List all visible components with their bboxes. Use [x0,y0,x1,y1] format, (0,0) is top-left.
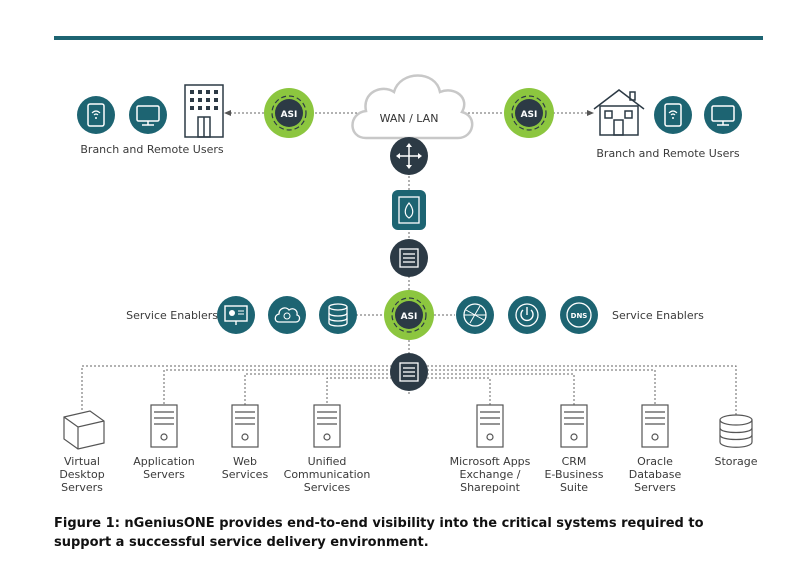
switch-icon-lower [390,353,428,391]
power-icon [508,296,546,334]
server-icon-unified [313,404,341,448]
branch-left-label: Branch and Remote Users [80,143,224,156]
asi-probe-icon-center: ASI [384,290,434,340]
server-icon-web [231,404,259,448]
switch-icon [390,239,428,277]
house-icon [593,89,645,136]
office-building-icon [184,84,224,138]
monitor-icon [129,96,167,134]
virtual-cube-icon [63,410,105,450]
globe-network-icon [456,296,494,334]
server-label-virtual-desktop: Virtual Desktop Servers [59,455,105,494]
firewall-icon [392,190,426,230]
server-label-unified: Unified Communication Services [283,455,371,494]
cloud-power-icon [268,296,306,334]
asi-probe-icon-left: ASI [264,88,314,138]
svg-text:ASI: ASI [521,110,538,120]
enablers-right-label: Service Enablers [612,309,704,322]
router-icon [390,137,428,175]
top-rule [54,36,763,40]
server-label-web: Web Services [221,455,269,481]
asi-probe-icon-right: ASI [504,88,554,138]
server-label-oracle: Oracle Database Servers [628,455,682,494]
arrow-right-head [587,110,594,116]
server-label-microsoft: Microsoft Apps Exchange / Sharepoint [449,455,531,494]
wan-lan-cloud-icon [351,74,474,140]
presentation-monitor-icon [217,296,255,334]
database-icon [319,296,357,334]
server-icon-oracle [641,404,669,448]
monitor-icon-right [704,96,742,134]
dns-icon: DNS [560,296,598,334]
connectors [81,112,737,415]
svg-text:DNS: DNS [571,312,588,320]
tablet-wifi-icon-right [654,96,692,134]
server-icon-application [150,404,178,448]
server-label-application: Application Servers [133,455,195,481]
svg-text:ASI: ASI [281,110,298,120]
figure-caption: Figure 1: nGeniusONE provides end-to-end… [54,516,704,550]
server-icon-crm [560,404,588,448]
storage-disk-icon [719,414,753,448]
svg-text:ASI: ASI [401,312,418,322]
arrow-left-head [224,110,231,116]
cloud-label: WAN / LAN [380,112,439,125]
server-icon-microsoft [476,404,504,448]
enablers-left-label: Service Enablers [126,309,218,322]
tablet-wifi-icon [77,96,115,134]
branch-right-label: Branch and Remote Users [596,147,740,160]
server-label-crm: CRM E-Business Suite [544,455,604,494]
server-label-storage: Storage [714,455,758,468]
